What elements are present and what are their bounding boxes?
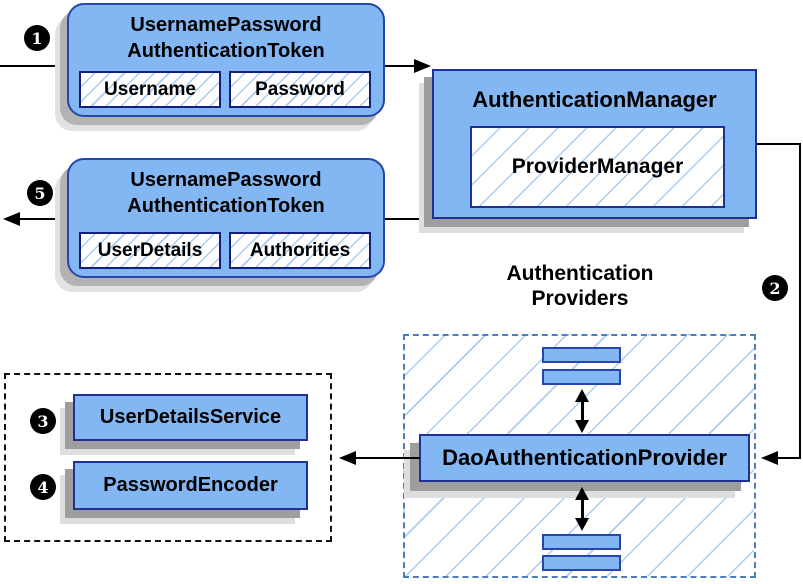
connector-provider-to-services-arrowhead <box>339 451 356 465</box>
connector-manager-to-token-line <box>385 218 434 220</box>
field-password: Password <box>229 71 371 108</box>
provider-placeholder-bar <box>542 369 621 385</box>
dao-authentication-provider-label: DaoAuthenticationProvider <box>442 445 727 470</box>
field-username-label: Username <box>104 78 196 100</box>
provider-placeholder-bar <box>542 347 621 363</box>
arrowhead-down <box>575 420 589 433</box>
step-badge-4: 4 <box>30 474 56 500</box>
node-authentication-manager: AuthenticationManager ProviderManager <box>432 69 757 219</box>
arrowhead-up <box>575 487 589 500</box>
node-user-details-service: UserDetailsService <box>73 394 308 441</box>
provider-placeholder-bar <box>542 555 621 571</box>
step-badge-3: 3 <box>30 408 56 434</box>
provider-manager-label: ProviderManager <box>511 155 684 178</box>
provider-placeholder-bar <box>542 534 621 550</box>
step-badge-1-number: 1 <box>31 28 43 48</box>
step-badge-4-number: 4 <box>37 477 49 497</box>
node-username-password-token-result: UsernamePassword AuthenticationToken Use… <box>67 158 385 278</box>
node-title-line2: AuthenticationToken <box>127 40 325 62</box>
connector-step5-line <box>16 218 68 220</box>
token-fields: Username Password <box>79 71 371 108</box>
token-fields: UserDetails Authorities <box>79 232 371 269</box>
node-title-line1: UsernamePassword <box>130 169 322 191</box>
step-badge-1: 1 <box>24 25 50 51</box>
connector-step2-arrowhead <box>761 451 778 465</box>
connector-provider-to-services-line <box>355 457 420 459</box>
double-arrow-bottom <box>574 487 590 531</box>
connector-step5-arrowhead <box>3 212 20 226</box>
step-badge-3-number: 3 <box>37 411 49 431</box>
field-authorities-label: Authorities <box>249 239 351 261</box>
field-authorities: Authorities <box>229 232 371 269</box>
step-badge-5: 5 <box>27 180 53 206</box>
field-userdetails: UserDetails <box>79 232 221 269</box>
arrow-shaft <box>580 398 584 424</box>
providers-group-heading: Authentication Providers <box>460 261 700 311</box>
user-details-service-label: UserDetailsService <box>99 406 282 428</box>
arrowhead-down <box>575 518 589 531</box>
node-title: UsernamePassword AuthenticationToken <box>69 12 383 64</box>
connector-step2-horizontal-bottom <box>776 457 801 459</box>
arrowhead-up <box>575 389 589 402</box>
arrow-shaft <box>580 496 584 522</box>
step-badge-2-number: 2 <box>769 278 781 298</box>
node-dao-authentication-provider: DaoAuthenticationProvider <box>419 434 750 482</box>
authentication-manager-title: AuthenticationManager <box>472 87 717 112</box>
providers-heading-line1: Authentication <box>506 262 654 285</box>
providers-heading-line2: Providers <box>531 287 629 310</box>
node-password-encoder: PasswordEncoder <box>73 461 308 510</box>
password-encoder-label: PasswordEncoder <box>103 474 278 496</box>
node-title-line2: AuthenticationToken <box>127 195 325 217</box>
services-group-container <box>4 373 332 542</box>
double-arrow-top <box>574 389 590 433</box>
node-username-password-token-request: UsernamePassword AuthenticationToken Use… <box>67 3 385 117</box>
connector-step2-vertical <box>799 143 801 459</box>
node-provider-manager: ProviderManager <box>470 126 725 208</box>
connector-step1-arrowhead <box>414 59 431 73</box>
node-title: UsernamePassword AuthenticationToken <box>69 167 383 219</box>
step-badge-5-number: 5 <box>34 183 46 203</box>
field-password-label: Password <box>255 78 345 100</box>
field-userdetails-label: UserDetails <box>97 239 203 261</box>
node-title-line1: UsernamePassword <box>130 14 322 36</box>
step-badge-2: 2 <box>762 275 788 301</box>
connector-step2-horizontal-top <box>757 143 801 145</box>
field-username: Username <box>79 71 221 108</box>
